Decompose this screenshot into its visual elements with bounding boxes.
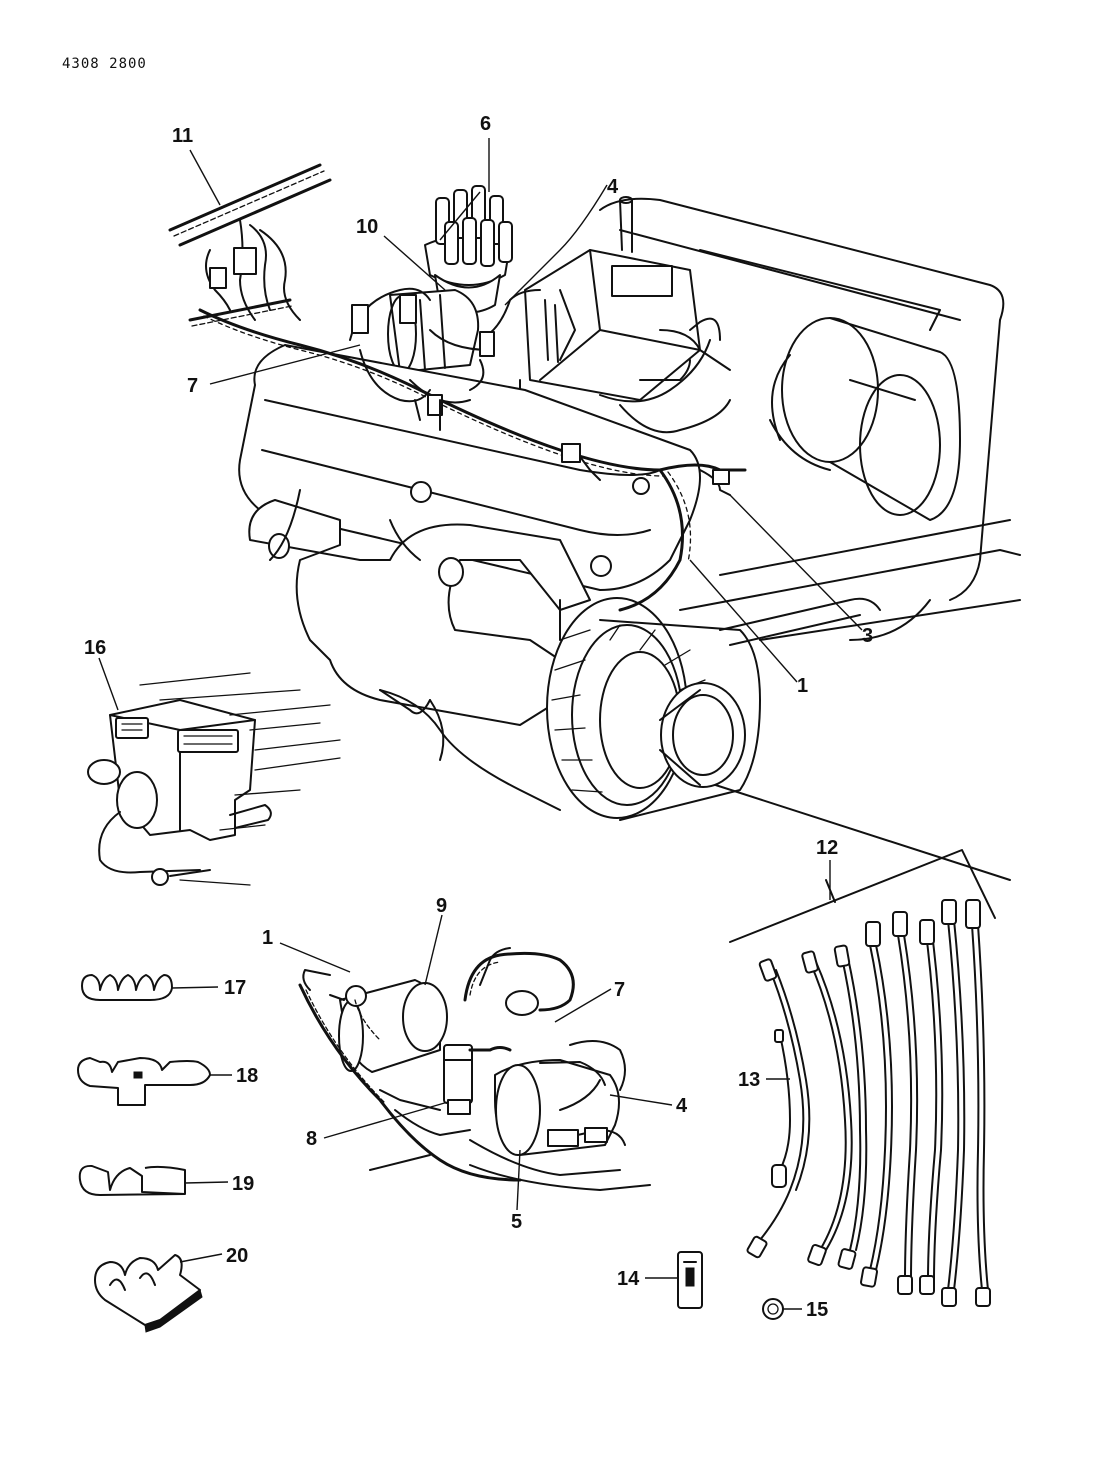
callout-11: 11 [172,125,193,147]
callout-17: 17 [224,977,246,999]
grommet [762,1298,784,1320]
leader-lines [98,138,863,1310]
distributor-cap [424,185,513,314]
condenser [677,1251,703,1309]
callout-4-detail: 4 [676,1095,688,1117]
exhaust-manifold [248,489,591,726]
callout-10: 10 [356,216,378,238]
callout-18: 18 [236,1065,258,1087]
firewall-harness [168,163,332,327]
callout-19: 19 [232,1173,254,1195]
callout-5: 5 [511,1211,522,1233]
drive-pulley [659,597,881,788]
engine-wiring-harness [198,287,747,612]
wire-separator-19 [78,1164,186,1196]
callout-1-top: 1 [797,675,808,697]
callout-13: 13 [738,1069,760,1091]
callout-15: 15 [806,1299,828,1321]
control-module [87,672,341,886]
document-code: 4308 2800 [62,56,147,72]
spark-plug-boots [746,1235,991,1307]
wire-separator-20 [94,1254,203,1333]
coil-harness-detail [298,947,651,1191]
callout-labels: 6 11 4 10 7 3 1 16 12 9 1 17 7 18 13 4 8… [84,113,873,1321]
spark-plug-wires [729,849,996,1307]
callout-4-top: 4 [607,176,619,198]
wire-separator-18 [77,1057,211,1106]
callout-8: 8 [306,1128,317,1150]
air-cleaner [769,317,961,521]
callout-20: 20 [226,1245,248,1267]
carburetor [519,196,731,411]
callout-16: 16 [84,637,106,659]
callout-7-top: 7 [187,375,198,397]
distributor-towers [435,185,513,267]
callout-12: 12 [816,837,838,859]
callout-9: 9 [436,895,447,917]
callout-1-detail: 1 [262,927,273,949]
wire-separator-17 [81,974,173,1001]
engine-assembly [168,163,1021,881]
callout-6: 6 [480,113,491,135]
callout-14: 14 [617,1268,640,1290]
callout-3: 3 [862,625,873,647]
callout-7-detail: 7 [614,979,625,1001]
valve-cover [238,344,701,591]
